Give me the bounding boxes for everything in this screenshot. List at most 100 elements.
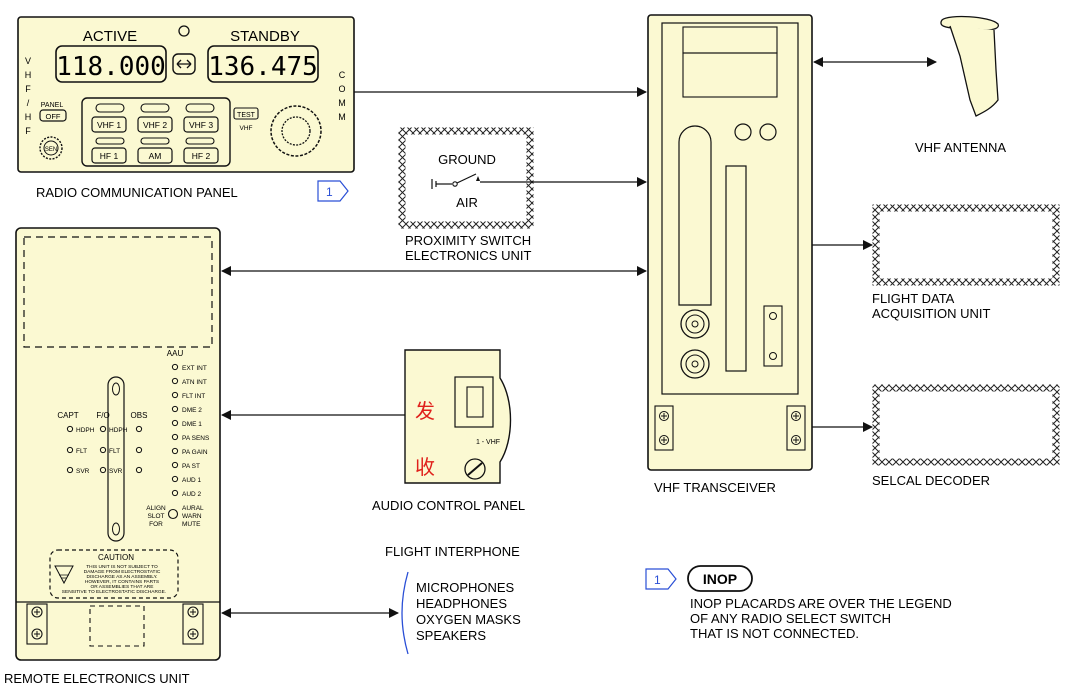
inop-badge: INOP [687, 565, 753, 592]
svg-text:AM: AM [149, 151, 162, 161]
test-jack-1 [734, 123, 752, 141]
remote-electronics-unit: AAU EXT INT ATN INT FLT INT DME 2 DME 1 … [15, 227, 221, 661]
transceiver-caption: VHF TRANSCEIVER [654, 480, 776, 495]
fdau-caption-line2: ACQUISITION UNIT [872, 306, 991, 321]
off-label: OFF [46, 112, 61, 121]
active-label: ACTIVE [83, 28, 137, 45]
vhf-transceiver [647, 14, 813, 471]
svg-text:DME 1: DME 1 [182, 421, 202, 428]
svg-text:M: M [338, 112, 346, 122]
note-line-2: OF ANY RADIO SELECT SWITCH [690, 611, 891, 626]
svg-text:FLT: FLT [109, 448, 120, 455]
svg-text:HDPH: HDPH [76, 427, 95, 434]
transceiver-front-plate [661, 22, 799, 395]
svg-text:HF 2: HF 2 [192, 151, 211, 161]
transfer-arrows-icon [176, 59, 192, 69]
tuning-knob[interactable] [270, 105, 322, 157]
svg-text:INOP: INOP [703, 571, 737, 587]
acp-display-window [466, 386, 484, 418]
vhf2-button[interactable]: VHF 2 [137, 116, 173, 133]
svg-text:F: F [25, 126, 31, 136]
psu-caption-line2: ELECTRONICS UNIT [405, 248, 531, 263]
svg-text:WARN: WARN [182, 513, 202, 520]
svg-text:EXT INT: EXT INT [182, 365, 207, 372]
reu-caption: REMOTE ELECTRONICS UNIT [4, 671, 190, 686]
active-display [55, 45, 167, 83]
transfer-switch[interactable] [172, 53, 196, 75]
antenna-caption: VHF ANTENNA [915, 140, 1006, 155]
svg-text:SVR: SVR [76, 468, 90, 475]
transceiver-right-mount [786, 405, 806, 451]
rcp-caption: RADIO COMMUNICATION PANEL [36, 185, 238, 200]
svg-text:DME 2: DME 2 [182, 407, 202, 414]
standby-frequency: 136.475 [208, 52, 318, 82]
capt-row-hdph: HDPH HDPH [66, 425, 143, 434]
light-strip-2 [140, 103, 170, 113]
svg-text:HOWEVER, IT CONTAINS PARTS: HOWEVER, IT CONTAINS PARTS [85, 579, 159, 585]
svg-text:F: F [25, 84, 31, 94]
aural-warn-mute-switch[interactable] [167, 508, 179, 520]
light-strip-6 [185, 137, 215, 145]
interphone-item: OXYGEN MASKS [416, 612, 521, 627]
selcal-caption: SELCAL DECODER [872, 473, 990, 488]
svg-text:C: C [339, 70, 346, 80]
svg-text:AURAL: AURAL [182, 505, 204, 512]
vhf3-button[interactable]: VHF 3 [183, 116, 219, 133]
interphone-brace [401, 571, 409, 655]
svg-text:DAMAGE FROM ELECTROSTATIC: DAMAGE FROM ELECTROSTATIC [84, 569, 161, 575]
svg-text:V: V [25, 56, 31, 66]
svg-text:VHF 1: VHF 1 [97, 120, 121, 130]
note-number-badge: 1 [645, 568, 677, 590]
reu-connector-cover [89, 605, 145, 647]
svg-text:AUD 1: AUD 1 [182, 477, 202, 484]
svg-text:VHF 3: VHF 3 [189, 120, 213, 130]
indicator-light [178, 25, 190, 37]
standby-display [207, 45, 319, 83]
right-side-legend: C O M M [338, 70, 346, 122]
hf1-button[interactable]: HF 1 [91, 147, 127, 164]
chinese-receive-char: 收 [415, 456, 435, 479]
left-side-legend: V H F / H F [25, 56, 32, 136]
test-jack-2 [759, 123, 777, 141]
chinese-transmit-char: 发 [415, 400, 435, 423]
test-button[interactable]: TEST [233, 107, 259, 120]
vhf1-button[interactable]: VHF 1 [91, 116, 127, 133]
interphone-item: HEADPHONES [416, 596, 507, 611]
svg-text:FOR: FOR [149, 521, 163, 528]
panel-off-switch[interactable]: OFF [39, 109, 67, 122]
acp-caption: AUDIO CONTROL PANEL [372, 498, 525, 513]
radio-select-group [81, 97, 231, 167]
audio-control-panel: 发 收 1 - VHF [404, 349, 512, 484]
standby-label: STANDBY [230, 28, 300, 45]
psu-caption-line1: PROXIMITY SWITCH [405, 233, 531, 248]
interphone-item: SPEAKERS [416, 628, 486, 643]
selcal-decoder [872, 384, 1060, 466]
light-strip-5 [140, 137, 170, 145]
capt-label: CAPT [57, 411, 78, 420]
svg-text:MUTE: MUTE [182, 521, 201, 528]
interphone-title: FLIGHT INTERPHONE [385, 544, 520, 559]
hf2-button[interactable]: HF 2 [183, 147, 219, 164]
sensitivity-knob[interactable]: SEN [39, 136, 63, 160]
aural-legend: AURAL WARN MUTE [182, 505, 204, 528]
acp-volume-knob[interactable] [464, 458, 486, 480]
interphone-items: MICROPHONES HEADPHONES OXYGEN MASKS SPEA… [416, 580, 521, 643]
svg-text:O: O [338, 84, 345, 94]
acp-display-frame [454, 376, 494, 428]
svg-text:H: H [25, 70, 32, 80]
ground-label: GROUND [438, 152, 496, 167]
light-strip-1 [95, 103, 125, 113]
svg-text:DISCHARGE AS AN ASSEMBLY.: DISCHARGE AS AN ASSEMBLY. [86, 574, 157, 580]
panel-label: PANEL [41, 102, 64, 109]
svg-text:1: 1 [326, 185, 333, 199]
am-button[interactable]: AM [137, 147, 173, 164]
svg-text:AUD 2: AUD 2 [182, 491, 202, 498]
transceiver-side-bracket [763, 305, 783, 367]
svg-text:PA ST: PA ST [182, 463, 200, 470]
reu-right-mount [182, 603, 204, 645]
caution-placard: CAUTION THIS UNIT IS NOT SUBJECT TO DAMA… [49, 549, 179, 599]
coax-connector-2 [680, 349, 710, 379]
note-line-3: THAT IS NOT CONNECTED. [690, 626, 859, 641]
svg-text:M: M [338, 98, 346, 108]
